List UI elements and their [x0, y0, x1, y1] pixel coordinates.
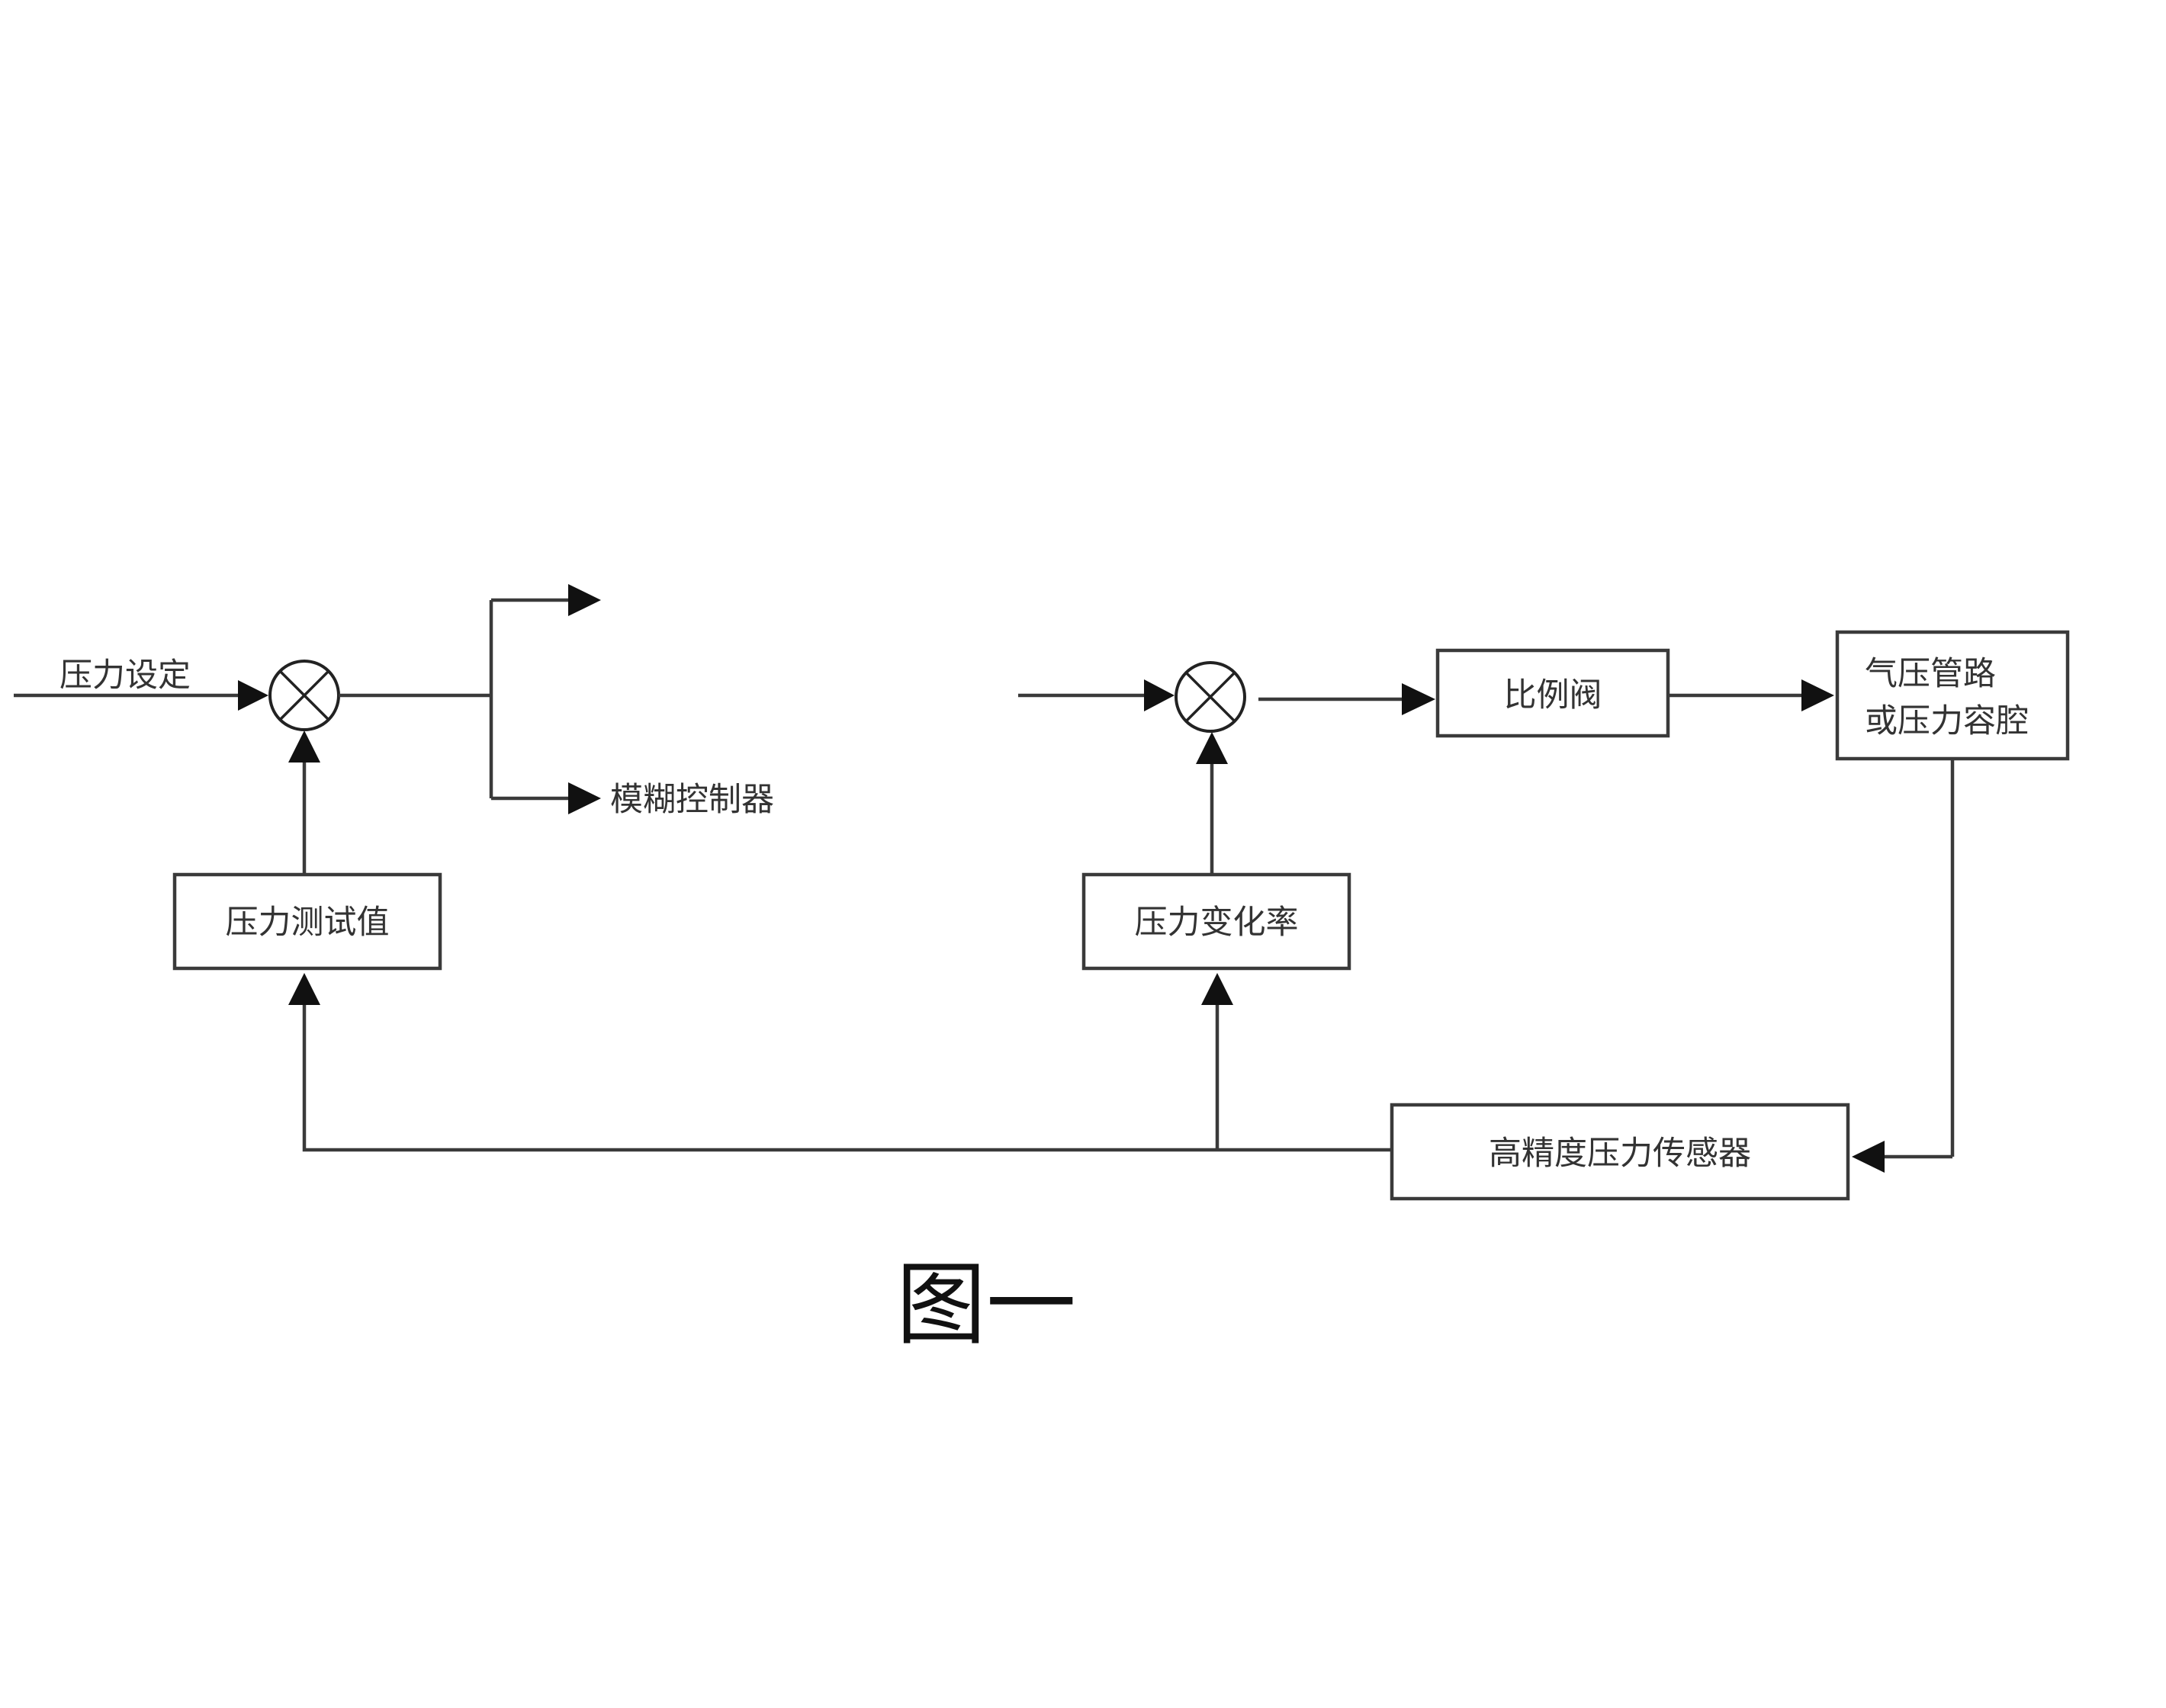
pipeline-input-arrowhead — [1801, 679, 1834, 711]
fuzzy-controller-label: 模糊控制器 — [610, 781, 774, 819]
junction2-input-arrowhead — [1144, 679, 1175, 711]
junction2-feedback-arrowhead — [1196, 732, 1228, 764]
pressure-measured-box — [172, 872, 442, 971]
sensor-feedback-line — [302, 1005, 1392, 1152]
pipeline-box — [1835, 630, 2070, 761]
setpoint-label: 压力设定 — [59, 657, 191, 695]
pipeline-label-line2: 或压力容腔 — [1865, 702, 2029, 740]
pressure-sensor-box — [1390, 1103, 1850, 1201]
valve-input-arrowhead — [1402, 683, 1435, 715]
pressure-rate-box — [1081, 872, 1351, 971]
pressure-sensor-label: 高精度压力传感器 — [1489, 1135, 1751, 1173]
proportional-valve-label: 比例阀 — [1504, 676, 1602, 714]
upper-branch-arrowhead — [568, 584, 601, 616]
junction1-feedback-arrowhead — [288, 730, 320, 762]
summing-junction-2 — [1175, 661, 1246, 733]
measured-box-arrowhead — [288, 973, 320, 1005]
rate-box-arrowhead — [1201, 973, 1233, 1005]
sensor-input-arrowhead — [1852, 1141, 1885, 1173]
lower-branch-arrowhead — [568, 782, 601, 814]
summing-junction-1 — [268, 660, 340, 731]
proportional-valve-box — [1435, 648, 1670, 738]
setpoint-arrowhead — [238, 680, 268, 711]
figure-caption: 图一 — [896, 1252, 1076, 1357]
pressure-rate-label: 压力变化率 — [1135, 904, 1299, 942]
pipeline-label-line1: 气压管路 — [1865, 655, 1996, 693]
pressure-measured-label: 压力测试值 — [226, 904, 390, 942]
